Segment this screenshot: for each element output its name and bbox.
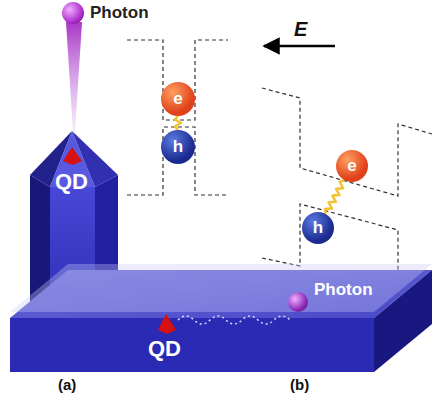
hole: h bbox=[302, 212, 334, 244]
slab-side bbox=[374, 270, 432, 372]
quantum-dot bbox=[63, 147, 82, 165]
panel-label: (a) bbox=[58, 376, 76, 393]
carrier-label: e bbox=[347, 156, 356, 176]
conduction-band bbox=[127, 40, 228, 120]
electron: e bbox=[336, 150, 368, 182]
photon-label: Photon bbox=[314, 280, 373, 300]
slab-shape bbox=[8, 262, 434, 374]
qd-label: QD bbox=[148, 336, 181, 362]
field-label: E bbox=[294, 18, 307, 41]
emission-path bbox=[178, 316, 290, 324]
photon: Photon bbox=[288, 292, 373, 312]
photon-sphere bbox=[288, 292, 308, 312]
quantum-dot bbox=[158, 314, 176, 334]
photon-sphere bbox=[62, 2, 84, 24]
qd-label: QD bbox=[55, 169, 88, 195]
conduction-band bbox=[262, 88, 432, 196]
carrier-label: e bbox=[173, 89, 182, 109]
slab-front bbox=[10, 318, 374, 372]
photon-beam bbox=[66, 22, 82, 132]
carrier-label: h bbox=[173, 137, 183, 157]
field-arrow bbox=[264, 45, 335, 48]
electron: e bbox=[161, 82, 195, 116]
slab-cap bbox=[10, 264, 432, 312]
photon-label: Photon bbox=[90, 3, 149, 23]
exciton-binding bbox=[325, 180, 344, 214]
exciton-binding bbox=[175, 116, 181, 130]
valence-band bbox=[127, 127, 228, 195]
panel-label: (b) bbox=[290, 376, 309, 393]
hole: h bbox=[161, 130, 195, 164]
carrier-label: h bbox=[313, 218, 323, 238]
photon: Photon bbox=[62, 2, 149, 24]
planar-waveguide: QD Photon bbox=[8, 262, 434, 374]
